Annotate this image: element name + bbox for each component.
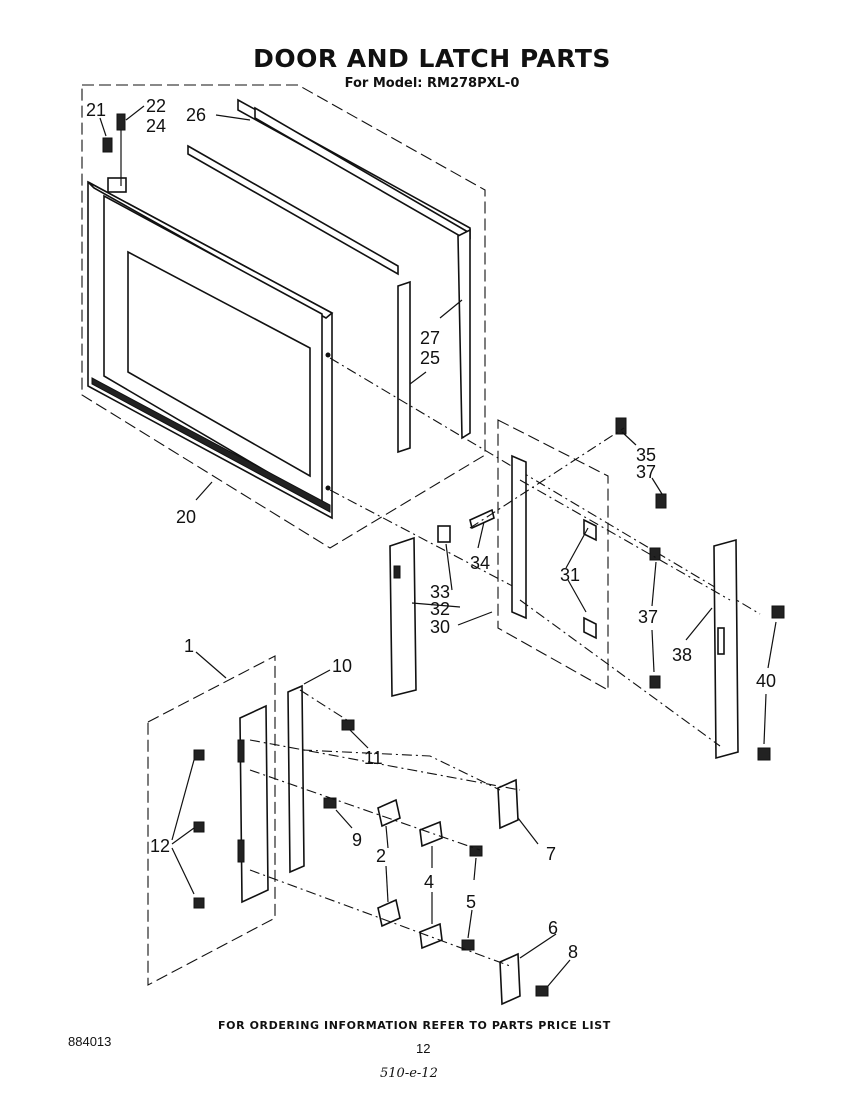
screw-part-37-top [655,493,667,509]
door-strip-part-24 [187,144,399,276]
callout-38: 38 [672,645,692,665]
callout-2: 2 [376,846,386,866]
callout-37-mid: 37 [638,607,658,627]
screws-part-12 [193,749,205,909]
callout-27: 27 [420,328,440,348]
latch-hook-part-4 [419,820,443,950]
alignment-line [519,479,731,601]
alignment-line [329,489,521,591]
switch-part-6 [499,952,521,1006]
door-gasket-part-26 [237,98,471,440]
callout-9: 9 [352,830,362,850]
switch-part-7 [497,778,519,830]
alignment-line [249,869,511,967]
alignment-line [299,689,351,723]
screw-part-22 [116,113,126,186]
callout-21: 21 [86,100,106,120]
alignment-line [249,769,481,851]
leader-lines [99,105,777,987]
latch-bracket-part-1 [237,704,269,904]
handle-part-32 [389,536,417,698]
handle-trim-part-38 [713,538,739,760]
ordering-note: FOR ORDERING INFORMATION REFER TO PARTS … [218,1019,611,1032]
screw-part-21 [102,137,113,153]
screw-part-5 [461,845,483,951]
callout-10: 10 [332,656,352,676]
callout-8: 8 [568,942,578,962]
alignment-line [329,357,761,615]
callout-34: 34 [470,553,490,573]
callout-33: 33 [430,582,450,602]
callout-4: 4 [424,872,434,892]
handwritten-note: 510-e-12 [380,1066,438,1081]
alignment-line [469,427,625,529]
callout-25: 25 [420,348,440,368]
callout-1: 1 [184,636,194,656]
callout-35: 35 [636,445,656,465]
screw-part-8 [535,985,549,997]
door-seal-part-25 [397,280,411,454]
alignment-line [249,739,521,791]
latch-plate-part-30 [511,454,597,640]
screw-part-11 [341,719,355,731]
latch-part-2 [377,798,401,928]
callout-7: 7 [546,844,556,864]
callout-31: 31 [560,565,580,585]
document-number: 884013 [68,1034,112,1049]
callout-11: 11 [364,748,383,768]
callout-24: 24 [146,116,166,136]
latch-knob-part-33 [437,525,451,543]
callout-37-top: 37 [636,462,656,482]
alignment-line [301,749,501,791]
callout-32: 32 [430,599,450,619]
callout-6: 6 [548,918,558,938]
callout-12: 12 [150,836,170,856]
latch-cover-part-10 [287,684,305,874]
lower-latch-group-boundary [147,655,276,986]
latch-group-boundary [497,419,609,691]
callout-40: 40 [756,671,776,691]
screw-part-40 [757,605,785,761]
callout-20: 20 [176,507,196,527]
alignment-line [519,599,721,747]
callout-22: 22 [146,96,166,116]
page-number: 12 [416,1041,431,1056]
model-subtitle: For Model: RM278PXL-0 [344,76,520,91]
door-group-boundary [81,84,486,549]
callout-5: 5 [466,892,476,912]
callout-30: 30 [430,617,450,637]
screw-part-35 [615,417,627,435]
page-title: DOOR AND LATCH PARTS [253,44,611,73]
callout-26: 26 [186,105,206,125]
door-frame-part-20 [87,177,334,520]
